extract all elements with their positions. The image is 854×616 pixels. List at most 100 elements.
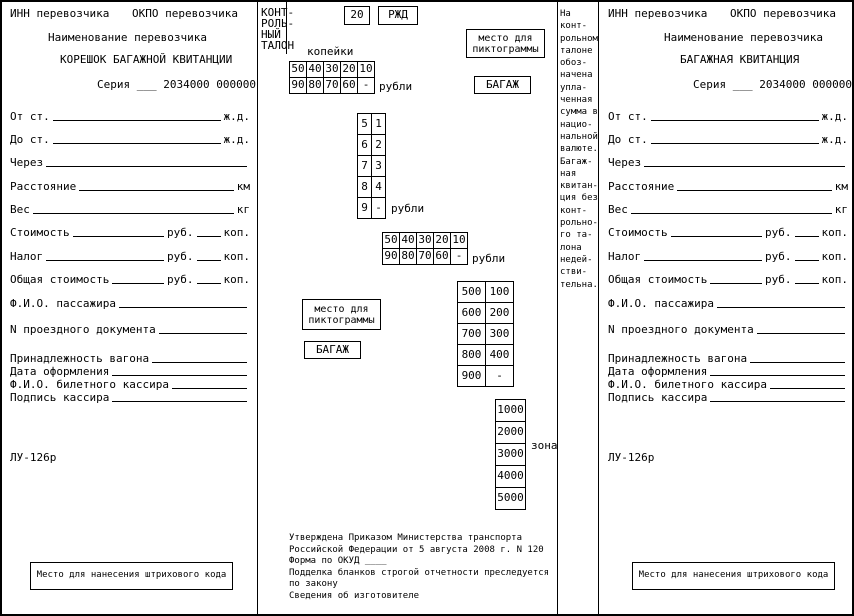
field-label: Ф.И.О. пассажира (10, 296, 116, 310)
blank-line (52, 119, 221, 121)
field-row-wagon: Принадлежность вагона (10, 352, 250, 365)
blank-line (152, 361, 247, 363)
grid-cell: 200 (485, 302, 514, 324)
inn-label: ИНН перевозчика (608, 7, 708, 20)
field-label: Расстояние (608, 179, 675, 193)
rzd-logo-box: РЖД (378, 6, 418, 25)
field-row-passenger: Ф.И.О. пассажира (608, 297, 848, 310)
grid-cell: 60 (340, 77, 358, 94)
field-row-signature: Подпись кассира (608, 391, 848, 404)
blank-line (118, 306, 247, 308)
grid-cell: 2000 (495, 421, 526, 444)
grid-cell: 600 (457, 302, 486, 324)
blank-line (112, 374, 247, 376)
grid-cell: 80 (399, 248, 417, 265)
field-label: N проездного документа (10, 322, 156, 336)
grid-cell: 30 (416, 232, 434, 249)
field-label: Стоимость (608, 225, 668, 239)
field-label: Через (608, 155, 642, 169)
grid-cell: 7 (357, 155, 372, 177)
grid-cell: 20 (433, 232, 451, 249)
field-label: Через (10, 155, 44, 169)
unit-label: руб. (167, 272, 194, 286)
blank-line (196, 259, 221, 261)
grid-cell: 3000 (495, 443, 526, 466)
blank-line (644, 259, 762, 261)
field-row-distance: Расстояние км (10, 180, 250, 193)
grid-cell: 70 (416, 248, 434, 265)
blank-line (46, 165, 247, 167)
field-label: Налог (10, 249, 44, 263)
blank-line (650, 119, 819, 121)
field-label: Вес (10, 202, 30, 216)
baggage-label: БАГАЖ (485, 77, 520, 91)
blank-line (677, 189, 832, 191)
okpo-label: ОКПО перевозчика (730, 7, 836, 20)
unit-label: руб. (167, 225, 194, 239)
field-label: Подпись кассира (608, 390, 708, 404)
kopecks-label: копейки (307, 45, 354, 58)
barcode-box: Место для нанесения штрихового кода (632, 562, 835, 590)
grid-cell: - (485, 365, 514, 387)
field-row-date: Дата оформления (10, 365, 250, 378)
blank-line (32, 212, 234, 214)
field-label: Ф.И.О. пассажира (608, 296, 714, 310)
grid-cell: 90 (382, 248, 400, 265)
grid-cell: 400 (485, 344, 514, 366)
pictogram-label: место для пиктограммы (472, 32, 539, 55)
grid-cell: 8 (357, 176, 372, 198)
blank-line (670, 235, 762, 237)
series-line: Серия ___ 2034000 000000 (693, 78, 852, 91)
field-row-wagon: Принадлежность вагона (608, 352, 848, 365)
field-label: От ст. (608, 109, 648, 123)
pictogram-box-top: место для пиктограммы (466, 29, 545, 58)
value-20-box: 20 (344, 6, 370, 25)
blank-line (79, 189, 234, 191)
series-line: Серия ___ 2034000 000000 (97, 78, 256, 91)
unit-label: км (236, 179, 250, 193)
field-label: Общая стоимость (10, 272, 110, 286)
okpo-label: ОКПО перевозчика (132, 7, 238, 20)
grid-cell: 20 (340, 61, 358, 78)
grid-cell: 4000 (495, 465, 526, 488)
unit-label: руб. (765, 225, 792, 239)
blank-line (794, 259, 819, 261)
blank-line (46, 259, 164, 261)
field-row-weight: Вес кг (608, 203, 848, 216)
form-code: ЛУ-126р (608, 451, 655, 464)
pictogram-box-bottom: место для пиктограммы (302, 299, 381, 330)
carrier-name-label: Наименование перевозчика (664, 31, 823, 44)
blank-line (750, 361, 845, 363)
coupon-footer: Утверждена Приказом Министерства транспо… (289, 533, 550, 601)
grid-cell: 50 (289, 61, 307, 78)
unit-label: кг (236, 202, 250, 216)
unit-label: ж.д. (821, 109, 849, 123)
divider-coupon-note (557, 2, 558, 614)
field-label: Стоимость (10, 225, 70, 239)
unit-label: коп. (821, 272, 849, 286)
rzd-label: РЖД (388, 8, 408, 22)
field-label: Ф.И.О. билетного кассира (10, 377, 169, 391)
field-label: Подпись кассира (10, 390, 110, 404)
baggage-box-bottom: БАГАЖ (304, 341, 361, 359)
grid-cell: 50 (382, 232, 400, 249)
coupon-title-divider (286, 2, 287, 54)
rubles-label-bottom: рубли (472, 252, 506, 265)
unit-label: коп. (223, 249, 251, 263)
blank-line (112, 282, 164, 284)
receipt-title: БАГАЖНАЯ КВИТАНЦИЯ (680, 53, 800, 66)
carrier-name-label: Наименование перевозчика (48, 31, 207, 44)
field-row-cost: Стоимость руб. коп. (10, 226, 250, 239)
barcode-box: Место для нанесения штрихового кода (30, 562, 233, 590)
field-row-cost: Стоимость руб. коп. (608, 226, 848, 239)
field-row-cashier: Ф.И.О. билетного кассира (10, 378, 250, 391)
unit-label: коп. (223, 272, 251, 286)
grid-cell: 30 (323, 61, 341, 78)
stub-title: КОРЕШОК БАГАЖНОЙ КВИТАНЦИИ (60, 53, 233, 66)
blank-line (710, 282, 762, 284)
grid-cell: 900 (457, 365, 486, 387)
